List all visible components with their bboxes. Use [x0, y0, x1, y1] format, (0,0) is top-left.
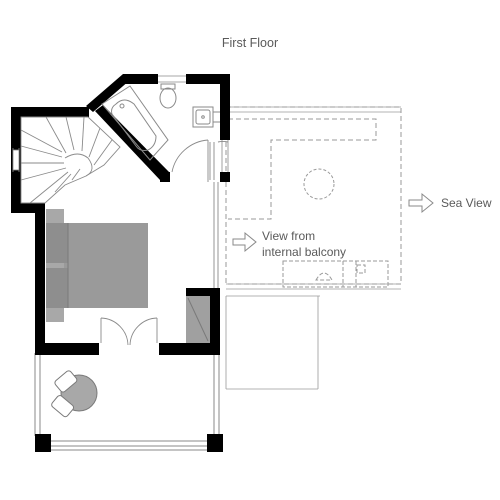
- stair-window: [12, 149, 20, 171]
- terrace-double-door: [100, 317, 158, 346]
- arrow-right-icon: [232, 231, 257, 253]
- balcony-view-line-2: internal balcony: [262, 245, 347, 259]
- plan-title: First Floor: [221, 36, 279, 50]
- double-bed: [46, 209, 148, 322]
- site-lines: [225, 106, 401, 390]
- washbasin: [192, 106, 220, 128]
- dashed-bench: [282, 260, 389, 288]
- balcony-door: [209, 140, 229, 180]
- round-table-dashed: [303, 168, 335, 200]
- sea-view-label: Sea View: [441, 196, 492, 210]
- internal-balcony-outline: [225, 106, 402, 285]
- walls: [11, 74, 230, 452]
- bathtub: [101, 85, 169, 161]
- arrow-right-icon: [408, 192, 434, 214]
- partitions: [213, 182, 219, 288]
- balcony-view-line-1: View from: [262, 229, 316, 243]
- terrace-outline: [34, 353, 220, 451]
- terrace-table-chairs: [51, 370, 98, 418]
- balcony-view-label: View from internal balcony: [262, 228, 346, 260]
- toilet: [159, 83, 177, 109]
- staircase: [20, 116, 121, 204]
- bathroom-door: [171, 139, 209, 182]
- wardrobe: [186, 296, 210, 343]
